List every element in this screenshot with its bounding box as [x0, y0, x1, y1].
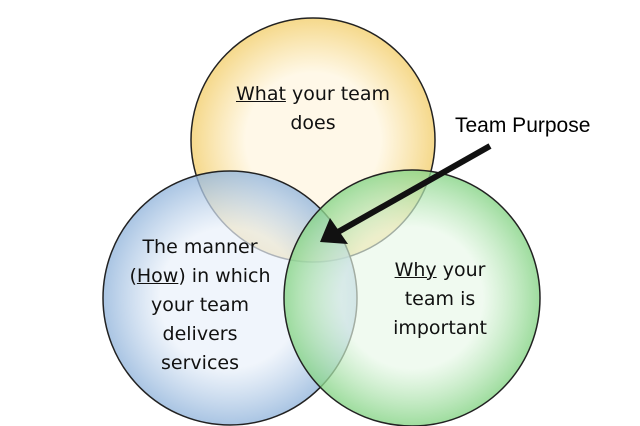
circle-why [283, 169, 541, 426]
label-why: Why your team is important [393, 259, 487, 339]
arrow-icon [320, 143, 492, 244]
team-purpose-label: Team Purpose [455, 114, 591, 137]
label-how: The manner (How) in which your team deli… [129, 236, 271, 374]
label-what: What your team does [235, 83, 390, 134]
